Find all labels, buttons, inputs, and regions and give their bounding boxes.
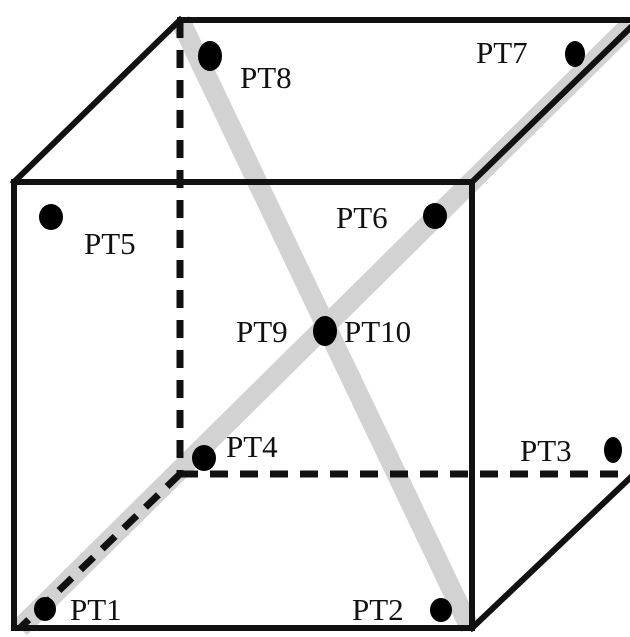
- top-right-edge: [467, 23, 630, 187]
- label-pt5: PT5: [84, 226, 136, 261]
- label-pt6: PT6: [336, 200, 388, 235]
- point-pt6-marker: [423, 203, 447, 229]
- labels: PT1 PT2 PT3 PT4 PT5 PT6 PT7 PT8 PT9 PT10: [70, 35, 572, 627]
- label-pt4: PT4: [226, 429, 278, 464]
- label-pt1: PT1: [70, 592, 122, 627]
- point-pt2-marker: [430, 598, 452, 622]
- label-pt7: PT7: [476, 35, 528, 70]
- points: [34, 41, 622, 622]
- label-pt3: PT3: [520, 433, 572, 468]
- label-pt2: PT2: [352, 592, 404, 627]
- point-pt9-10-marker: [313, 316, 337, 346]
- point-pt4-marker: [192, 445, 216, 471]
- front-face: [11, 179, 475, 631]
- label-pt9: PT9: [236, 314, 288, 349]
- point-pt7-marker: [565, 41, 585, 67]
- point-pt8-marker: [198, 41, 222, 71]
- point-pt1-marker: [34, 597, 56, 621]
- point-pt3-marker: [604, 437, 622, 463]
- label-pt10: PT10: [344, 314, 411, 349]
- point-pt5-marker: [39, 204, 63, 230]
- label-pt8: PT8: [240, 60, 292, 95]
- bottom-right-edge: [467, 473, 630, 633]
- top-left-edge: [9, 15, 185, 187]
- visible-edges: [9, 15, 630, 633]
